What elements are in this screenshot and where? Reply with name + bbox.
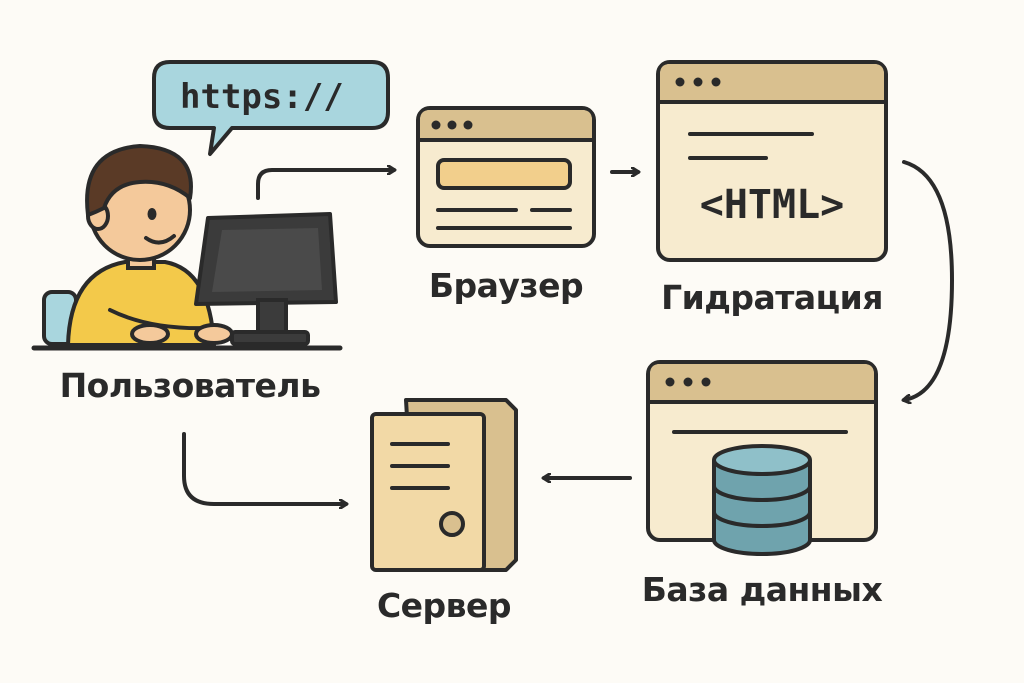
user-illustration: [42, 144, 234, 347]
arrow-user-to-server: [182, 432, 346, 504]
user-label: Пользователь: [59, 366, 321, 405]
arrow-user-to-browser: [256, 170, 394, 200]
server-tower-icon: [370, 398, 518, 572]
computer-monitor: [194, 212, 338, 346]
speech-bubble-text: https://: [180, 77, 344, 117]
speech-bubble: https://: [152, 60, 390, 156]
browser-window-icon: [416, 106, 596, 248]
browser-label: Браузер: [428, 266, 584, 305]
hydration-label: Гидратация: [661, 278, 883, 317]
html-tag-text: <HTML>: [700, 182, 845, 228]
database-label: База данных: [641, 570, 883, 609]
arrow-hydration-to-database: [904, 160, 955, 400]
server-label: Сервер: [376, 586, 512, 625]
database-cylinder-icon: [712, 444, 812, 556]
hydration-window-icon: <HTML>: [656, 60, 888, 262]
